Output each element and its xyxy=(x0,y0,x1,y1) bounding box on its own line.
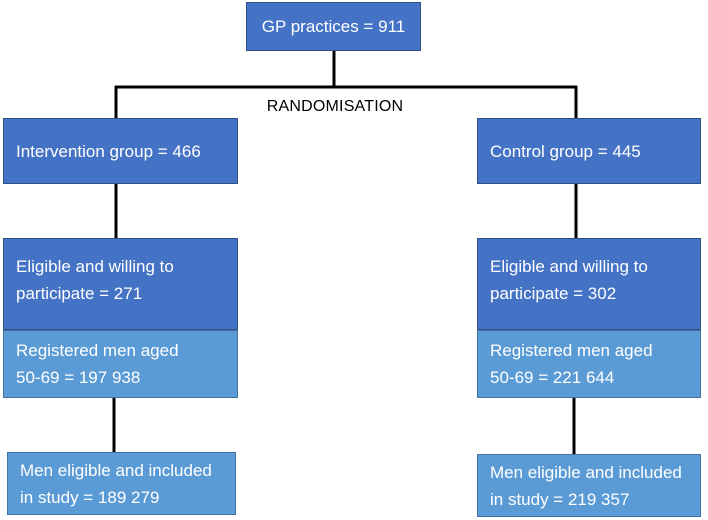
intervention-registered-box: Registered men aged 50-69 = 197 938 xyxy=(3,330,238,398)
control-eligible-box: Eligible and willing to participate = 30… xyxy=(477,238,701,330)
intervention-eligible-box: Eligible and willing to participate = 27… xyxy=(3,238,238,330)
randomisation-label: RANDOMISATION xyxy=(266,98,404,115)
control-registered-box: Registered men aged 50-69 = 221 644 xyxy=(477,330,701,398)
control-eligible-line1: Eligible and willing to xyxy=(490,257,648,276)
intervention-registered-line2: 50-69 = 197 938 xyxy=(16,368,141,387)
intervention-eligible-line2: participate = 271 xyxy=(16,284,143,303)
intervention-included-line1: Men eligible and included xyxy=(20,461,212,480)
gp-practices-box: GP practices = 911 xyxy=(246,2,421,51)
intervention-included-line2: in study = 189 279 xyxy=(20,488,160,507)
intervention-group-box: Intervention group = 466 xyxy=(3,118,238,184)
intervention-included-box: Men eligible and included in study = 189… xyxy=(7,452,236,515)
control-included-line2: in study = 219 357 xyxy=(490,490,630,509)
control-group-box: Control group = 445 xyxy=(477,118,701,184)
control-eligible-line2: participate = 302 xyxy=(490,284,617,303)
control-registered-line2: 50-69 = 221 644 xyxy=(490,368,615,387)
gp-practices-label: GP practices = 911 xyxy=(261,17,406,36)
control-registered-line1: Registered men aged xyxy=(490,341,653,360)
intervention-eligible-line1: Eligible and willing to xyxy=(16,257,174,276)
intervention-group-label: Intervention group = 466 xyxy=(16,141,201,161)
control-included-box: Men eligible and included in study = 219… xyxy=(477,454,701,517)
intervention-registered-line1: Registered men aged xyxy=(16,341,179,360)
control-group-label: Control group = 445 xyxy=(490,141,641,161)
control-included-line1: Men eligible and included xyxy=(490,463,682,482)
